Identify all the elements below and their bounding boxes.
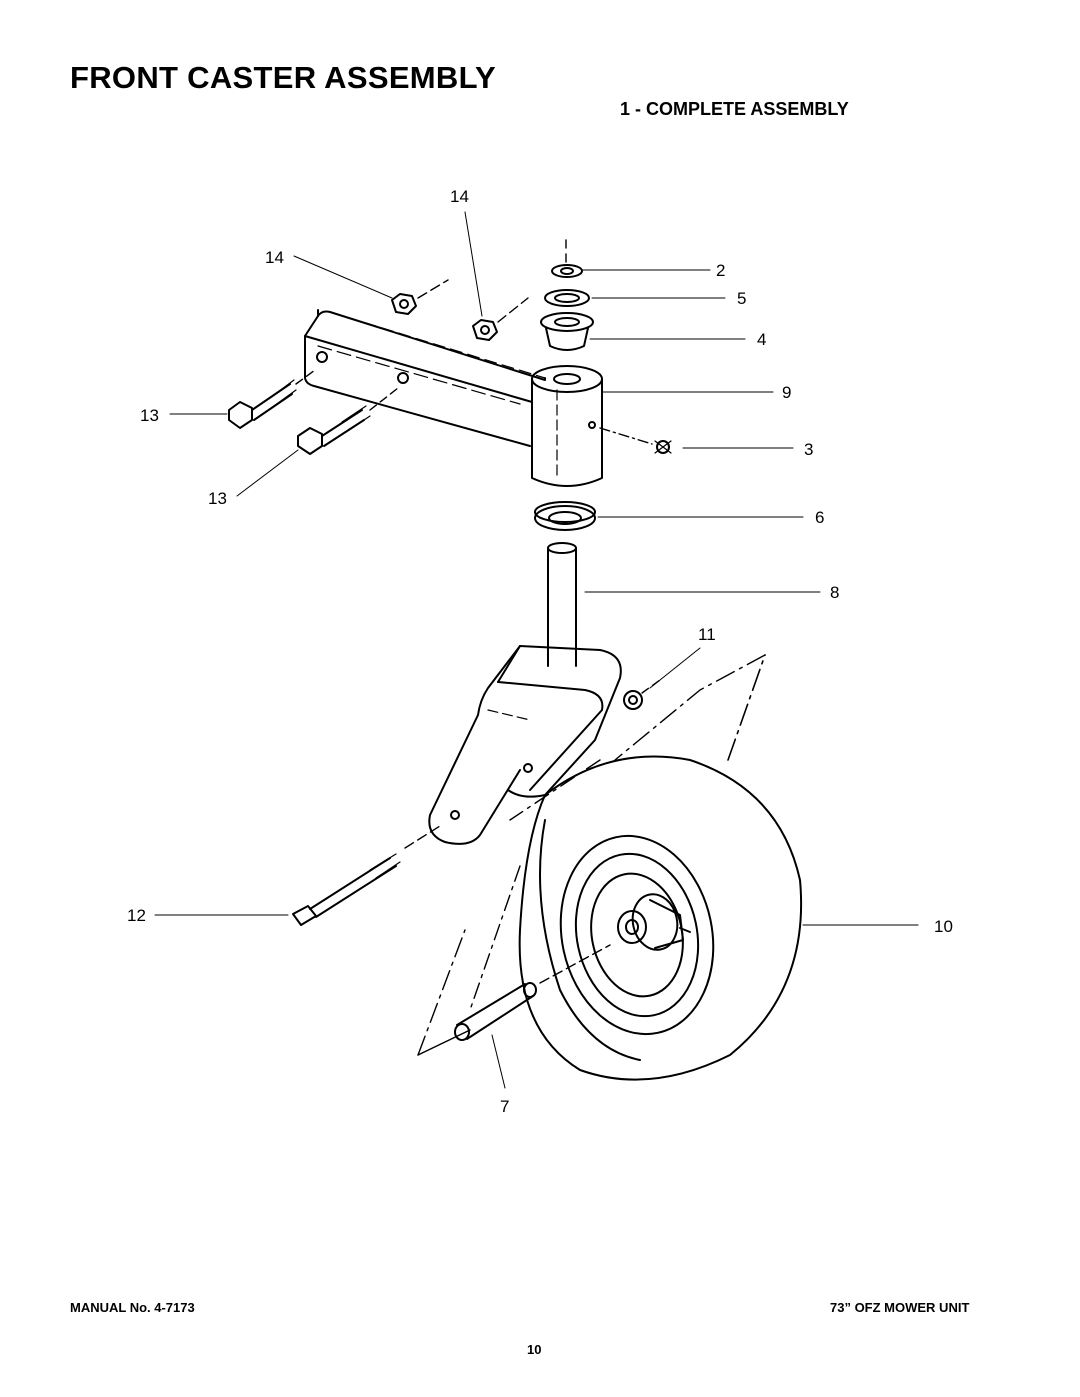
callout-12: 12 bbox=[127, 906, 146, 925]
axle-bolt bbox=[292, 825, 521, 1011]
callout-leaders bbox=[154, 211, 919, 1089]
top-washer bbox=[551, 264, 583, 278]
caster-wheel bbox=[509, 654, 803, 1081]
lower-bearing bbox=[534, 501, 596, 531]
callout-5: 5 bbox=[737, 289, 746, 308]
arm-nut-left bbox=[391, 279, 449, 315]
callout-11: 11 bbox=[698, 625, 716, 644]
callout-7: 7 bbox=[500, 1097, 509, 1116]
callout-4: 4 bbox=[757, 330, 766, 349]
caster-tube bbox=[531, 365, 603, 487]
callout-13-lower: 13 bbox=[208, 489, 227, 508]
manual-number: MANUAL No. 4-7173 bbox=[70, 1300, 195, 1315]
page-title: FRONT CASTER ASSEMBLY bbox=[70, 60, 496, 95]
callout-8: 8 bbox=[830, 583, 839, 602]
page-number: 10 bbox=[527, 1342, 542, 1357]
product-name: 73” OFZ MOWER UNIT bbox=[830, 1300, 970, 1315]
flanged-bushing bbox=[540, 312, 594, 351]
arm-bolt-upper bbox=[228, 369, 316, 429]
caster-arm bbox=[304, 309, 546, 447]
caster-fork bbox=[428, 645, 622, 845]
callout-14-upper: 14 bbox=[450, 187, 469, 206]
callout-6: 6 bbox=[815, 508, 824, 527]
grease-fitting bbox=[599, 427, 672, 454]
callout-14-left: 14 bbox=[265, 248, 284, 267]
axle-spacer bbox=[417, 929, 611, 1056]
callout-3: 3 bbox=[804, 440, 813, 459]
callout-10: 10 bbox=[934, 917, 953, 936]
callout-9: 9 bbox=[782, 383, 791, 402]
caster-spindle bbox=[547, 542, 577, 667]
arm-bolt-lower bbox=[297, 387, 399, 455]
top-bearing-ring bbox=[544, 289, 590, 307]
callout-2: 2 bbox=[716, 261, 725, 280]
arm-nut-right bbox=[472, 297, 529, 341]
assembly-subtitle: 1 - COMPLETE ASSEMBLY bbox=[620, 99, 849, 119]
callout-13-upper: 13 bbox=[140, 406, 159, 425]
